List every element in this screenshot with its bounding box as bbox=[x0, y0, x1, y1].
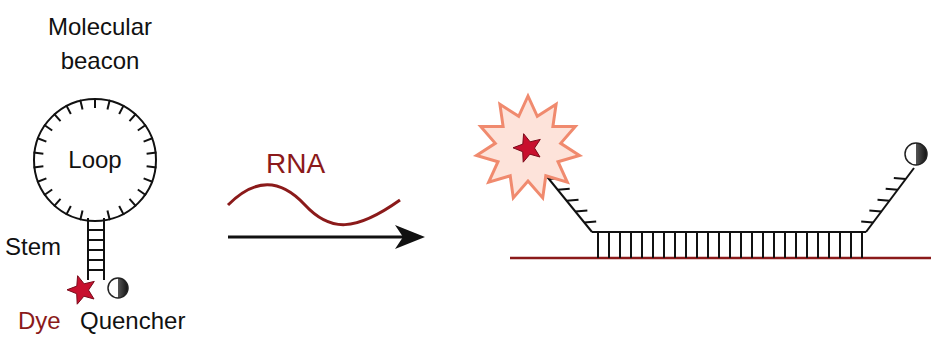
title-label: Molecular beacon bbox=[15, 10, 185, 78]
tick bbox=[861, 221, 873, 222]
tick bbox=[685, 232, 687, 258]
rna-label: RNA bbox=[266, 146, 325, 181]
tick bbox=[567, 200, 579, 201]
tick bbox=[119, 105, 124, 114]
tick bbox=[878, 200, 890, 201]
tick bbox=[869, 211, 881, 212]
tick bbox=[37, 138, 46, 142]
tick bbox=[107, 210, 109, 220]
tick bbox=[839, 232, 841, 258]
tick bbox=[54, 114, 61, 121]
quencher-label: Quencher bbox=[80, 306, 185, 336]
tick bbox=[850, 232, 852, 258]
dye-star bbox=[513, 134, 540, 163]
tick bbox=[641, 232, 643, 258]
reaction-arrow bbox=[228, 236, 405, 239]
loop-ticks bbox=[33, 98, 156, 220]
tick bbox=[828, 232, 830, 258]
loop-circle: Loop bbox=[33, 98, 157, 222]
tick bbox=[144, 138, 153, 142]
tick bbox=[584, 221, 596, 222]
tick bbox=[751, 232, 753, 258]
tick bbox=[886, 189, 898, 190]
tick bbox=[37, 178, 46, 182]
duplex-rungs bbox=[592, 232, 866, 258]
tick bbox=[138, 190, 146, 196]
tick bbox=[729, 232, 731, 258]
tick bbox=[558, 189, 570, 190]
tick bbox=[806, 232, 808, 258]
tick bbox=[784, 232, 786, 258]
tick bbox=[707, 232, 709, 258]
tick bbox=[66, 206, 71, 215]
fluorescence-burst bbox=[477, 96, 580, 198]
tick bbox=[652, 232, 654, 258]
rna-wave bbox=[228, 185, 400, 225]
tick bbox=[718, 232, 720, 258]
tick bbox=[54, 199, 61, 206]
dye-star bbox=[67, 276, 94, 305]
reaction-arrowhead bbox=[395, 225, 425, 249]
tick bbox=[129, 199, 136, 206]
tick bbox=[696, 232, 698, 258]
stem-label: Stem bbox=[5, 232, 61, 262]
tick bbox=[80, 210, 82, 220]
tick bbox=[817, 232, 819, 258]
tick bbox=[674, 232, 676, 258]
tick bbox=[80, 100, 82, 110]
tick bbox=[762, 232, 764, 258]
tick bbox=[894, 178, 906, 179]
quencher-ball bbox=[108, 278, 128, 298]
tick bbox=[44, 190, 52, 196]
tick bbox=[138, 125, 146, 131]
beacon-arms bbox=[540, 168, 914, 232]
tick bbox=[630, 232, 632, 258]
tick bbox=[619, 232, 621, 258]
tick bbox=[144, 178, 153, 182]
tick bbox=[575, 211, 587, 212]
tick bbox=[608, 232, 610, 258]
loop-label: Loop bbox=[68, 145, 121, 175]
tick bbox=[597, 232, 599, 258]
tick bbox=[119, 206, 124, 215]
tick bbox=[44, 125, 52, 131]
stem-ladder bbox=[88, 218, 104, 280]
tick bbox=[107, 100, 109, 110]
tick bbox=[861, 232, 863, 258]
tick bbox=[129, 114, 136, 121]
dye-label: Dye bbox=[18, 306, 61, 336]
quencher-ball bbox=[905, 143, 927, 165]
tick bbox=[773, 232, 775, 258]
tick bbox=[66, 105, 71, 114]
tick bbox=[795, 232, 797, 258]
tick bbox=[740, 232, 742, 258]
tick bbox=[663, 232, 665, 258]
target-rna-strand bbox=[510, 257, 931, 260]
